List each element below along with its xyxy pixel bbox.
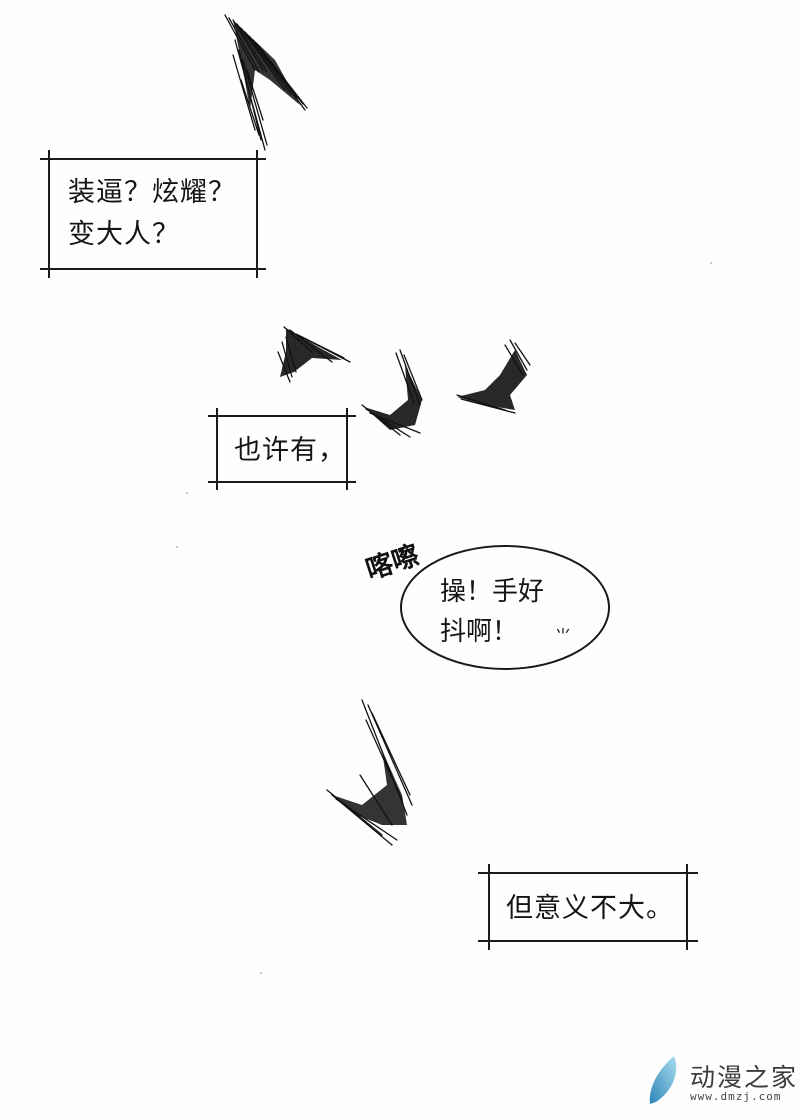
caption-corner-tick (40, 268, 266, 270)
caption-2-line-1: 也许有， (234, 435, 346, 466)
speech-line-2: 抖啊！ (440, 617, 519, 647)
paper-speck (710, 262, 712, 264)
caption-corner-tick (256, 150, 258, 278)
caption-corner-tick (40, 158, 266, 160)
caption-corner-tick (216, 408, 218, 490)
caption-corner-tick (478, 940, 698, 942)
caption-corner-tick (48, 150, 50, 278)
paper-speck (260, 972, 262, 974)
caption-corner-tick (686, 864, 688, 950)
watermark: 动漫之家 www.dmzj.com (640, 1050, 800, 1110)
bird-sketch-flock-3 (456, 339, 531, 414)
bird-sketch-top (224, 14, 308, 151)
paper-speck (186, 492, 188, 494)
caption-corner-tick (478, 872, 698, 874)
feather-logo-icon (649, 1056, 677, 1104)
speech-bubble (400, 545, 610, 670)
caption-corner-tick (208, 481, 356, 483)
sweat-mark-icon: ⺌ (555, 626, 572, 645)
watermark-title: 动漫之家 (690, 1063, 799, 1092)
caption-1-line-1: 装逼？炫耀？ (68, 177, 236, 208)
bird-sketch-flock-1 (277, 326, 351, 383)
caption-corner-tick (208, 415, 356, 417)
caption-3-line-1: 但意义不大。 (506, 893, 674, 924)
bird-sketch-lower (326, 699, 413, 846)
bird-sketch-flock-2 (361, 349, 423, 438)
caption-corner-tick (346, 408, 348, 490)
caption-corner-tick (488, 864, 490, 950)
paper-speck (176, 546, 178, 548)
speech-line-1: 操！手好 (440, 577, 545, 607)
caption-1-line-2: 变大人？ (68, 219, 180, 250)
watermark-url: www.dmzj.com (690, 1090, 782, 1103)
